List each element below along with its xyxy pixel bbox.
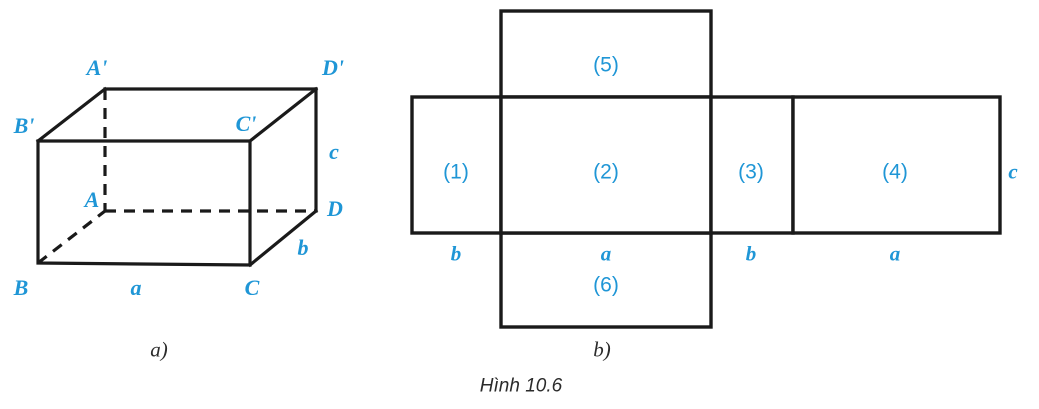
cuboid-top-right-diagonal [247, 86, 319, 144]
cuboid-vertex-b-prime: B' [13, 113, 35, 138]
cuboid-dimension-a: a [130, 275, 142, 300]
net-dimension-a-middle: a [600, 241, 612, 266]
net-face-3-label: (3) [738, 160, 764, 184]
panel-a-caption: a) [150, 337, 168, 362]
net-dimension-b-left: b [450, 241, 462, 266]
net-face-2-label: (2) [593, 160, 619, 184]
cuboid-hidden-edge-diagonal [37, 209, 106, 265]
cuboid-vertex-a: A [84, 187, 100, 212]
net-face-6-rect [499, 231, 713, 329]
net-dimension-a-right: a [889, 241, 901, 266]
net-face-5-rect [499, 9, 713, 99]
cuboid-vertex-c: C [244, 275, 260, 300]
cuboid-dimension-c: c [329, 139, 339, 164]
cuboid-vertex-b: B [13, 275, 29, 300]
figure-name-caption: Hình 10.6 [479, 375, 563, 397]
cuboid-vertex-a-prime: A' [86, 55, 108, 80]
net-dimension-b-right: b [745, 241, 757, 266]
net-diagram [410, 9, 1002, 329]
net-face-4-label: (4) [882, 160, 908, 184]
cuboid-diagram [35, 86, 319, 268]
cuboid-vertex-c-prime: C' [235, 111, 257, 136]
panel-b-caption: b) [593, 337, 611, 362]
cuboid-dimension-b: b [297, 235, 309, 260]
cuboid-front-face-outline [36, 139, 252, 267]
cuboid-bottom-right-diagonal [247, 208, 319, 268]
cuboid-top-left-diagonal [35, 86, 108, 144]
net-face-6-label: (6) [593, 273, 619, 297]
cuboid-vertex-d-prime: D' [322, 55, 344, 80]
net-face-5-label: (5) [593, 53, 619, 77]
cuboid-vertex-d: D [327, 196, 343, 221]
net-dimension-c-right: c [1008, 159, 1018, 184]
net-face-4-rect [791, 95, 1002, 235]
net-face-1-label: (1) [443, 160, 469, 184]
